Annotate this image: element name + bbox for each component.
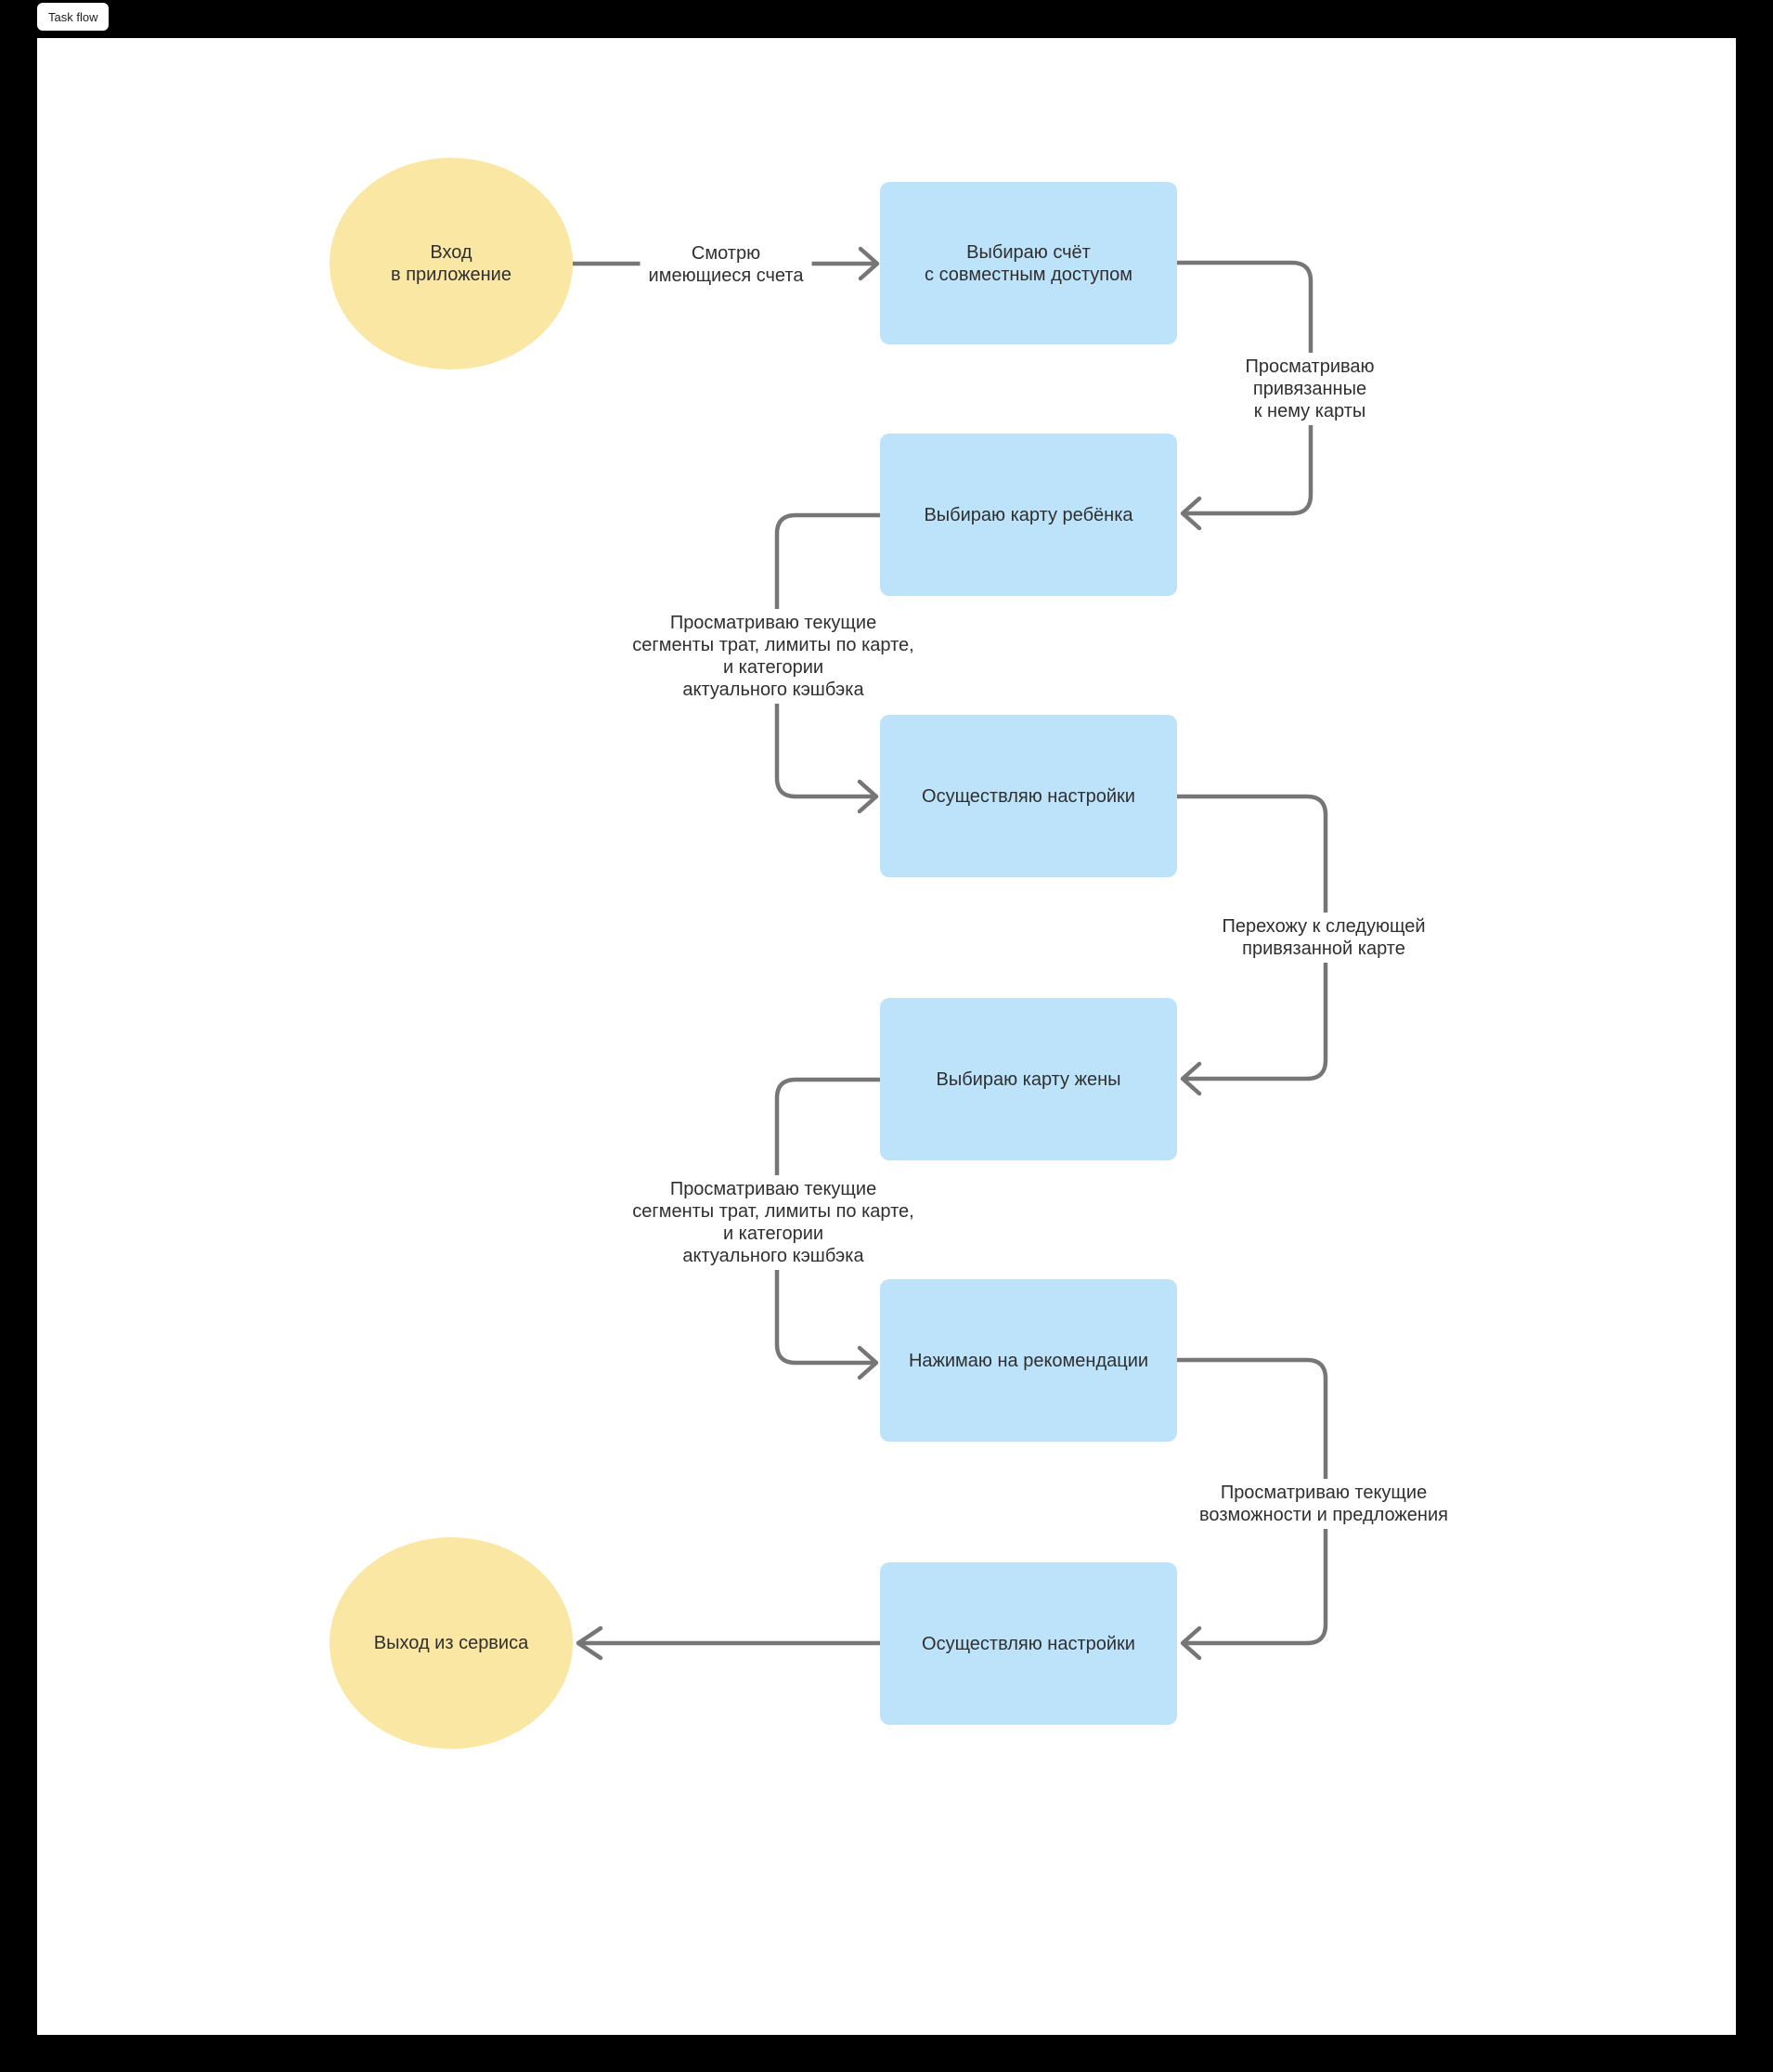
node-make-settings-2[interactable]: Осуществляю настройки bbox=[880, 1562, 1177, 1725]
node-choose-child-card[interactable]: Выбираю карту ребёнка bbox=[880, 434, 1177, 596]
node-end-terminator[interactable]: Выход из сервиса bbox=[330, 1537, 573, 1749]
node-open-recommendations[interactable]: Нажимаю на рекомендации bbox=[880, 1279, 1177, 1442]
edge-label-view-linked-cards[interactable]: Просматриваю привязанные к нему карты bbox=[1236, 353, 1383, 425]
node-choose-shared-account[interactable]: Выбираю счёт с совместным доступом bbox=[880, 182, 1177, 344]
node-label: Вход в приложение bbox=[391, 242, 511, 285]
node-start-terminator[interactable]: Вход в приложение bbox=[330, 158, 573, 369]
node-label: Выбираю счёт с совместным доступом bbox=[925, 241, 1132, 285]
node-make-settings-1[interactable]: Осуществляю настройки bbox=[880, 715, 1177, 877]
task-flow-section-badge[interactable]: Task flow bbox=[37, 3, 110, 31]
edge-label-view-opportunities-offers[interactable]: Просматриваю текущие возможности и предл… bbox=[1191, 1479, 1456, 1529]
edge-label-next-linked-card[interactable]: Перехожу к следующей привязанной карте bbox=[1213, 913, 1434, 963]
node-label: Выход из сервиса bbox=[373, 1633, 529, 1653]
node-label: Осуществляю настройки bbox=[922, 785, 1135, 807]
node-label: Нажимаю на рекомендации bbox=[908, 1350, 1149, 1371]
edge-label-view-existing-accounts[interactable]: Смотрю имеющиеся счета bbox=[640, 240, 812, 290]
edge-label-view-segments-limits-2[interactable]: Просматриваю текущие сегменты трат, лими… bbox=[624, 1175, 923, 1270]
edge-label-view-segments-limits-1[interactable]: Просматриваю текущие сегменты трат, лими… bbox=[624, 609, 923, 704]
node-choose-wife-card[interactable]: Выбираю карту жены bbox=[880, 998, 1177, 1160]
node-label: Осуществляю настройки bbox=[922, 1633, 1135, 1654]
node-label: Выбираю карту ребёнка bbox=[924, 504, 1133, 525]
node-label: Выбираю карту жены bbox=[936, 1068, 1121, 1090]
